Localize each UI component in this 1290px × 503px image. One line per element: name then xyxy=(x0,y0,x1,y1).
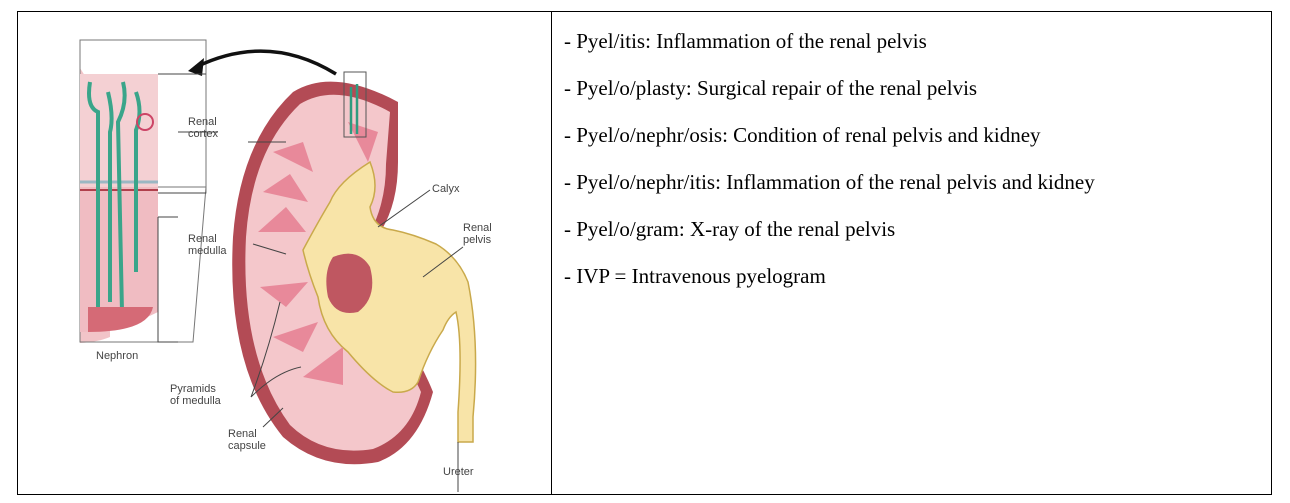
renal-cortex-label: Renal cortex xyxy=(188,116,220,140)
renal-capsule-label: Renal capsule xyxy=(228,428,266,452)
kidney-illustration xyxy=(232,72,475,464)
nephron-inset: Nephron xyxy=(80,40,206,362)
pyramids-label: Pyramids of medulla xyxy=(170,383,222,407)
list-item: - IVP = Intravenous pyelogram xyxy=(564,263,1095,290)
kidney-figure-cell: Nephron xyxy=(18,12,551,494)
terms-cell: - Pyel/itis: Inflammation of the renal p… xyxy=(552,12,1271,494)
curved-arrow-icon xyxy=(196,51,336,74)
kidney-diagram: Nephron xyxy=(18,12,551,494)
renal-pelvis-label: Renal pelvis xyxy=(463,222,495,246)
calyx-label: Calyx xyxy=(432,183,460,195)
list-item: - Pyel/o/nephr/osis: Condition of renal … xyxy=(564,122,1095,149)
nephron-label: Nephron xyxy=(96,350,138,362)
terms-list: - Pyel/itis: Inflammation of the renal p… xyxy=(564,28,1095,310)
list-item: - Pyel/o/gram: X-ray of the renal pelvis xyxy=(564,216,1095,243)
ureter-label: Ureter xyxy=(443,466,474,478)
renal-medulla-label: Renal medulla xyxy=(188,233,227,257)
list-item: - Pyel/o/nephr/itis: Inflammation of the… xyxy=(564,169,1095,196)
list-item: - Pyel/o/plasty: Surgical repair of the … xyxy=(564,75,1095,102)
list-item: - Pyel/itis: Inflammation of the renal p… xyxy=(564,28,1095,55)
content-table: Nephron xyxy=(17,11,1272,495)
